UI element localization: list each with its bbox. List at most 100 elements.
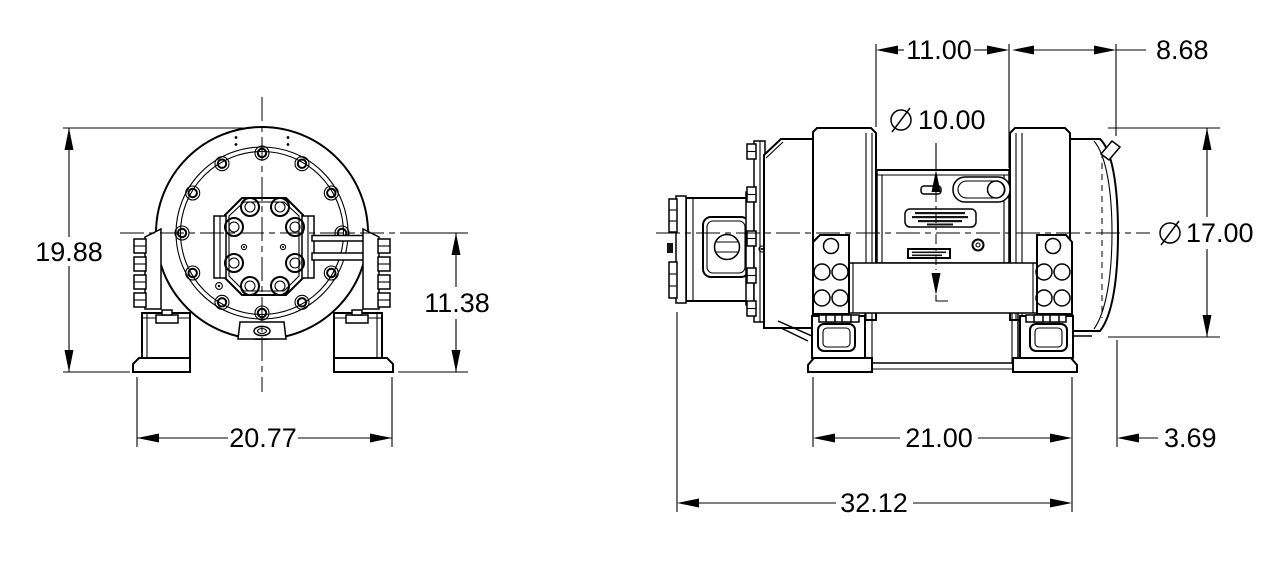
foot-base bbox=[807, 357, 873, 373]
dim-overall-height: 19.88 bbox=[35, 127, 250, 373]
dim-base-length-value: 21.00 bbox=[905, 423, 973, 453]
dim-drum-length-value: 11.00 bbox=[906, 35, 972, 65]
rope-anchor-slot bbox=[952, 176, 1011, 203]
model-label bbox=[907, 248, 951, 259]
motor-port-fittings bbox=[667, 198, 678, 299]
dim-arrow bbox=[677, 498, 699, 508]
dim-arrow bbox=[931, 170, 941, 192]
left-tie-bar bbox=[812, 234, 850, 315]
dim-end-section: 8.68 bbox=[1012, 35, 1209, 136]
drain-port bbox=[215, 282, 223, 290]
tie-rods bbox=[311, 234, 371, 261]
left-tie-bracket bbox=[133, 227, 162, 310]
dim-overall-length-value: 32.12 bbox=[840, 488, 908, 518]
bolt-hole bbox=[831, 263, 849, 281]
bolt-hole bbox=[224, 253, 244, 273]
bolt-hole bbox=[214, 294, 230, 310]
bolt-hole bbox=[285, 253, 305, 273]
diameter-symbol bbox=[890, 107, 912, 133]
motor-mount bbox=[213, 197, 315, 296]
bolt-hole bbox=[185, 185, 201, 201]
flange-tab bbox=[1099, 139, 1122, 162]
lower-frame bbox=[864, 313, 1019, 370]
dim-arrow bbox=[1117, 433, 1139, 443]
foot-bolt bbox=[155, 314, 179, 324]
bolt-hole bbox=[185, 265, 201, 281]
bolt-hole bbox=[323, 265, 339, 281]
dim-centerline-to-base: 11.38 bbox=[398, 232, 490, 373]
left-foot bbox=[132, 309, 191, 373]
side-right-foot bbox=[1012, 314, 1078, 373]
dim-overall-height-value: 19.88 bbox=[35, 237, 103, 267]
dim-flange-diameter: 17.00 bbox=[1108, 127, 1254, 338]
dim-arrow bbox=[370, 433, 392, 443]
bolt-hole bbox=[294, 156, 310, 172]
foot-eye bbox=[1029, 323, 1068, 352]
bolt-hole bbox=[813, 263, 831, 281]
foot-base bbox=[333, 357, 394, 373]
bolt-hole bbox=[831, 289, 849, 307]
bolt-hole bbox=[1035, 263, 1053, 281]
hose bbox=[780, 327, 809, 342]
bolt-hole bbox=[270, 276, 290, 296]
dim-barrel-diameter-value: 10.00 bbox=[918, 105, 986, 135]
flange-bolt-holes bbox=[174, 145, 350, 321]
dim-arrow bbox=[1202, 315, 1212, 337]
dim-arrow bbox=[1012, 45, 1034, 55]
dim-arrow bbox=[1050, 498, 1072, 508]
bolt-hole bbox=[323, 185, 339, 201]
bolt-hole bbox=[214, 156, 230, 172]
dim-arrow bbox=[64, 350, 74, 372]
dim-arrow bbox=[451, 233, 461, 255]
dim-arrow bbox=[1094, 45, 1116, 55]
motor-adapter-flange bbox=[745, 140, 766, 323]
drum-barrel bbox=[876, 169, 1011, 264]
right-tie-bracket bbox=[362, 227, 391, 310]
grease-fitting bbox=[971, 238, 985, 252]
motor-face-plate bbox=[702, 216, 750, 278]
bolt-hole bbox=[240, 197, 260, 217]
dim-centerline-to-base-value: 11.38 bbox=[424, 288, 490, 318]
dim-overall-length: 32.12 bbox=[676, 312, 1072, 518]
side-view: 11.00 8.68 10.00 bbox=[656, 35, 1254, 518]
side-left-foot bbox=[807, 314, 873, 373]
bolt-hole bbox=[1044, 237, 1062, 255]
caution-label bbox=[904, 208, 977, 228]
dim-arrow bbox=[1202, 128, 1212, 150]
hydraulic-motor bbox=[667, 195, 753, 304]
dim-flange-offset-value: 3.69 bbox=[1164, 423, 1217, 453]
dim-arrow bbox=[451, 350, 461, 372]
dim-drum-length: 11.00 bbox=[875, 35, 1010, 168]
right-foot bbox=[333, 309, 394, 373]
dim-arrow bbox=[987, 45, 1009, 55]
dim-base-length: 21.00 bbox=[812, 377, 1073, 512]
bolt-hole bbox=[1035, 289, 1053, 307]
bolt-hole bbox=[285, 217, 305, 237]
motor-shaft-screw bbox=[713, 233, 741, 261]
dim-arrow bbox=[931, 273, 941, 295]
dim-end-section-value: 8.68 bbox=[1156, 35, 1209, 65]
dim-arrow bbox=[64, 128, 74, 150]
bolt-hole bbox=[1053, 263, 1071, 281]
bolt-hole bbox=[813, 289, 831, 307]
front-view: 19.88 11.38 20.77 bbox=[35, 97, 490, 453]
foot-base bbox=[1012, 357, 1078, 373]
flange-index-dots bbox=[234, 136, 290, 146]
bolt-hole bbox=[240, 276, 260, 296]
mount-bolt-holes bbox=[224, 197, 305, 296]
cross-member bbox=[847, 262, 1039, 314]
foot-bolt bbox=[345, 314, 369, 324]
foot-base bbox=[132, 357, 191, 373]
right-tie-bar bbox=[1035, 234, 1073, 315]
dim-arrow bbox=[1050, 433, 1072, 443]
bolt-hole bbox=[294, 294, 310, 310]
foot-eye bbox=[817, 323, 856, 352]
bolt-hole bbox=[1053, 289, 1071, 307]
dim-base-width: 20.77 bbox=[136, 377, 393, 453]
dim-arrow bbox=[137, 433, 159, 443]
mount-pin-holes bbox=[240, 243, 287, 251]
dim-barrel-diameter: 10.00 bbox=[890, 105, 986, 302]
dim-flange-diameter-value: 17.00 bbox=[1186, 218, 1254, 248]
